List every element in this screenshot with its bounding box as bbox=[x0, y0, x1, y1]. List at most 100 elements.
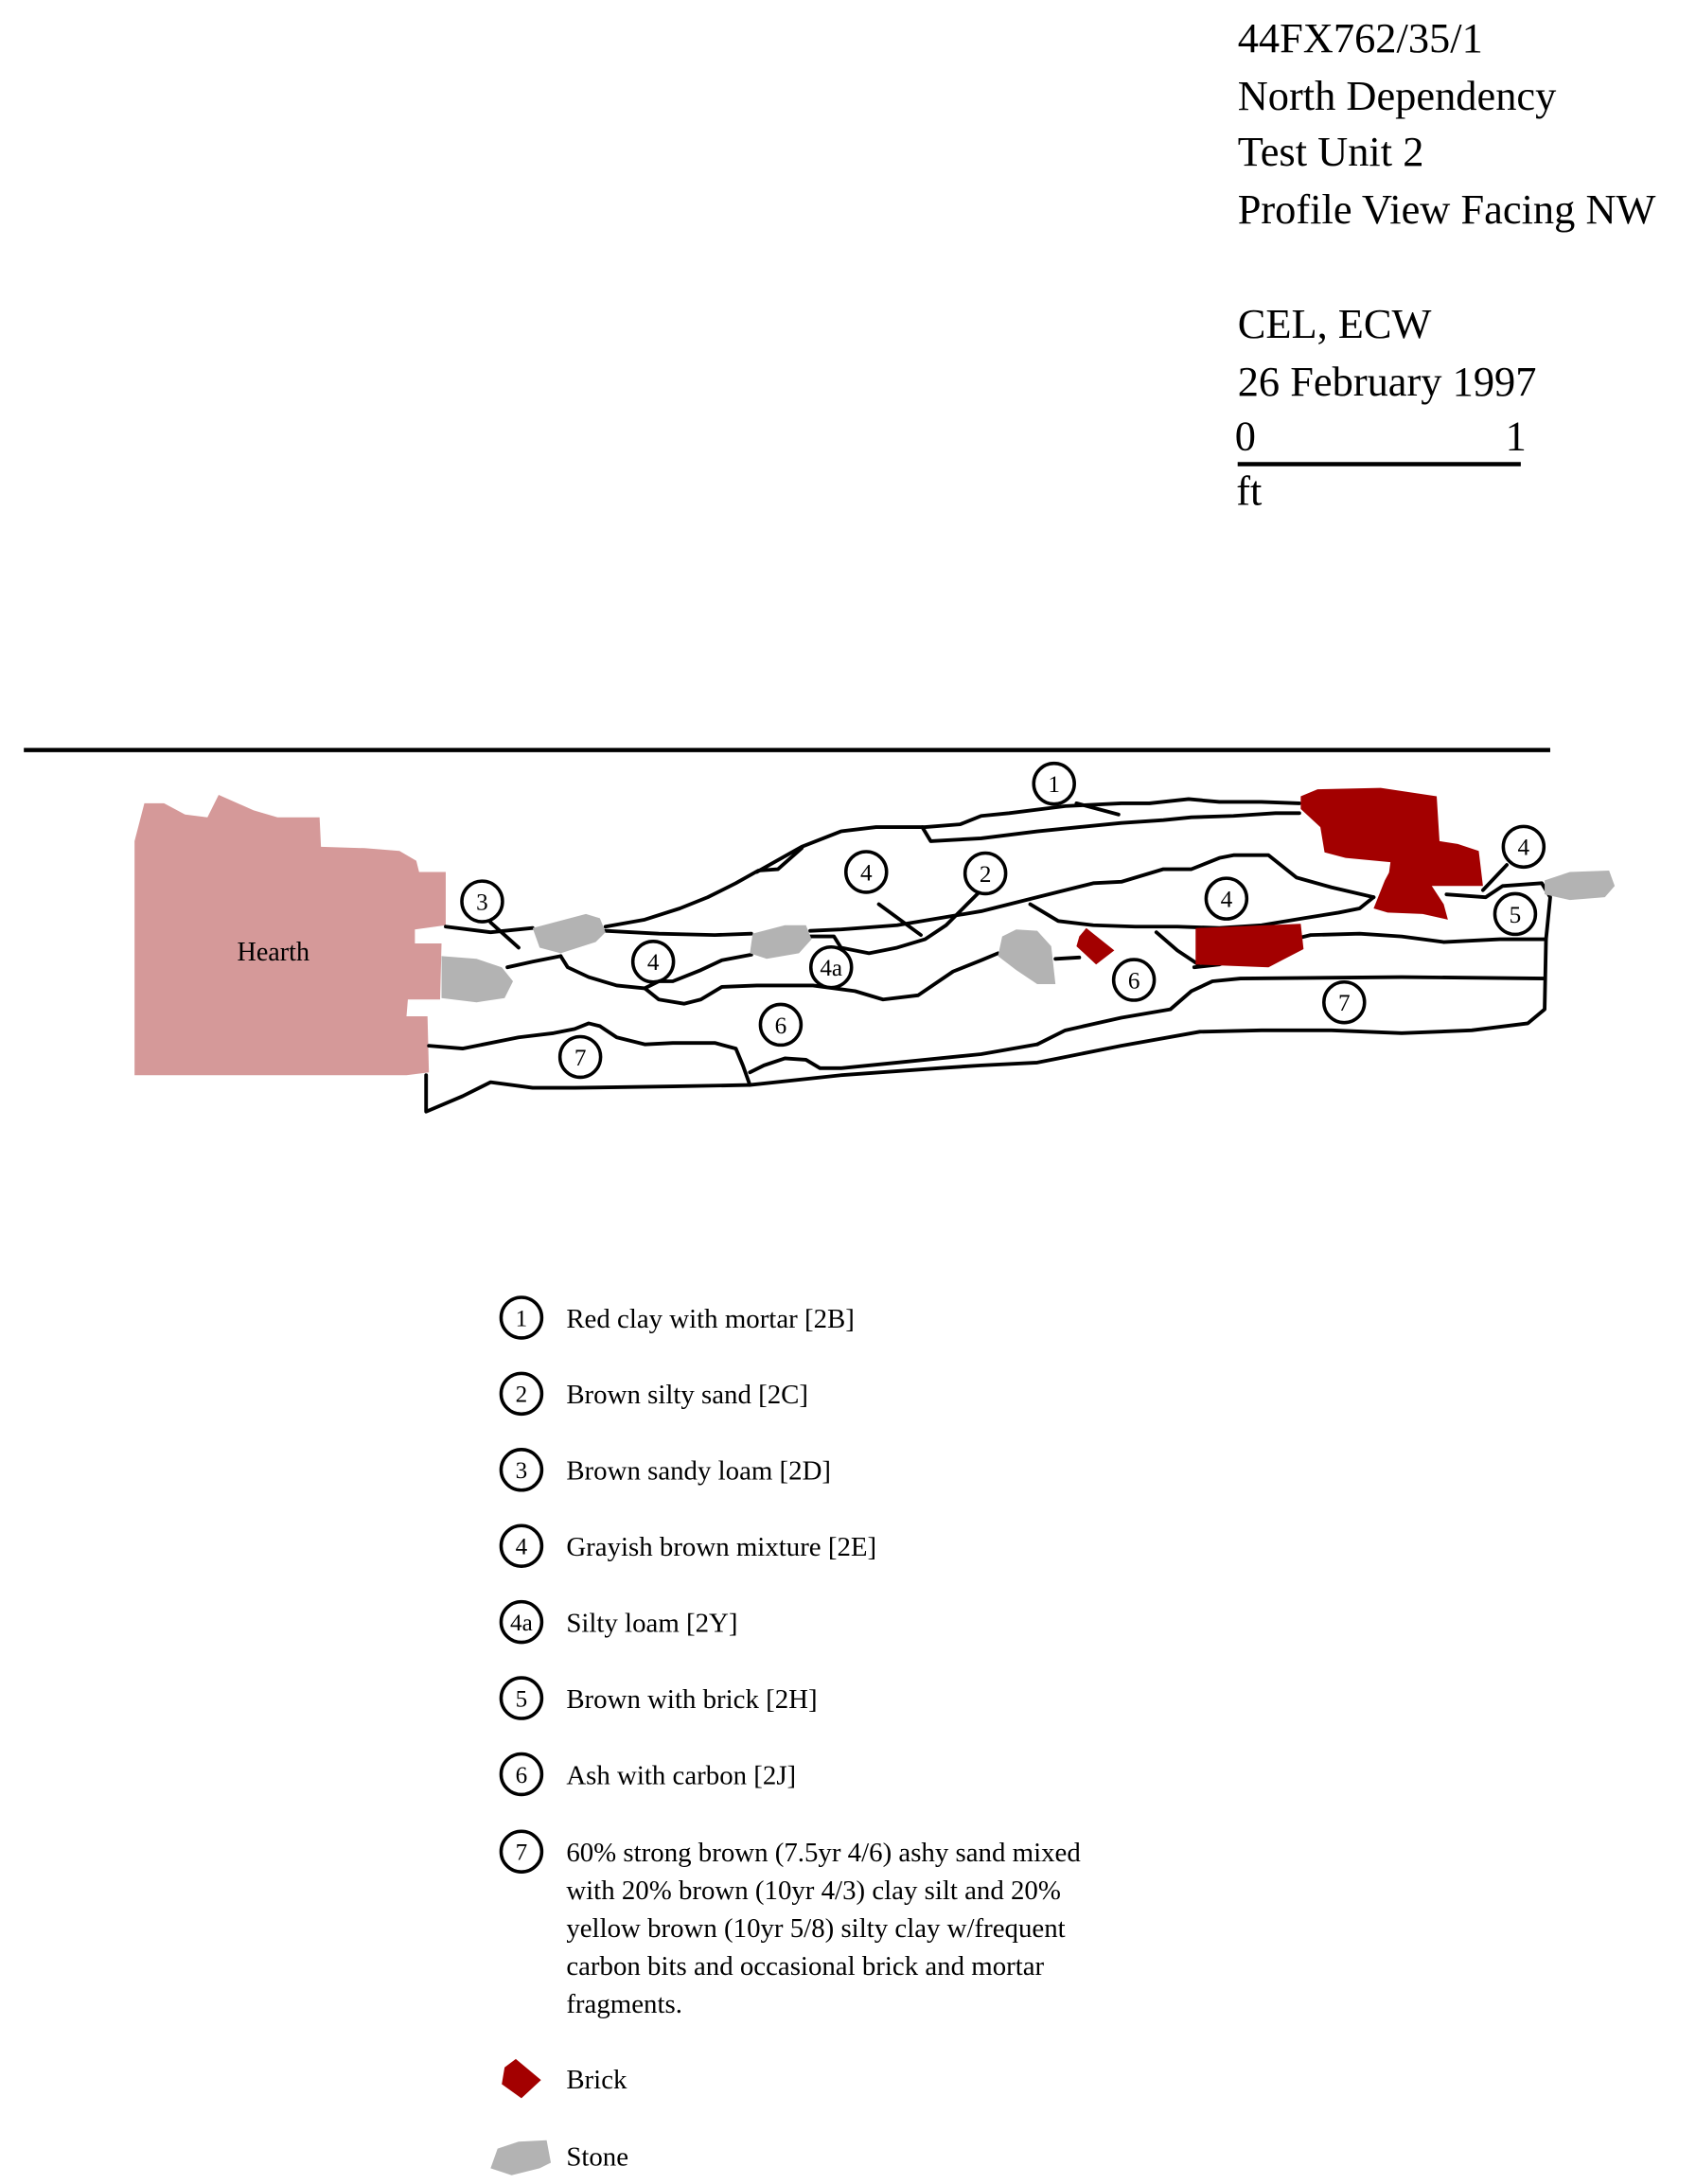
stone-inclusion bbox=[998, 929, 1056, 984]
legend-layer-desc: Ash with carbon [2J] bbox=[566, 1760, 796, 1790]
layer-marker-5: 5 bbox=[1493, 891, 1538, 937]
legend-layer-num: 5 bbox=[516, 1686, 528, 1712]
layer-marker-circle bbox=[1501, 824, 1546, 870]
legend-item-7: 7 60% strong brown (7.5yr 4/6) ashy sand… bbox=[499, 1829, 1081, 2019]
hearth-label: Hearth bbox=[238, 938, 310, 967]
layer-marker-circle bbox=[1322, 979, 1367, 1025]
layer-marker-7: 7 bbox=[557, 1034, 603, 1080]
layer-marker-circle bbox=[630, 940, 676, 984]
stone-inclusion bbox=[532, 913, 606, 954]
legend-layer-desc: Red clay with mortar [2B] bbox=[566, 1304, 855, 1334]
legend-layer-num: 6 bbox=[516, 1763, 528, 1788]
layer-marker-circle bbox=[557, 1034, 603, 1080]
brick-swatch-icon bbox=[502, 2058, 541, 2099]
layer-marker-circle bbox=[499, 1524, 544, 1568]
brick-inclusion bbox=[1076, 927, 1115, 965]
layer-marker-label: 1 bbox=[1048, 772, 1060, 798]
layer-marker-label: 6 bbox=[1128, 968, 1140, 994]
stone-inclusions bbox=[441, 871, 1616, 1003]
layer-marker-label: 4 bbox=[1518, 836, 1530, 861]
layer-marker-1: 1 bbox=[1032, 761, 1076, 806]
recorders: CEL, ECW bbox=[1238, 300, 1432, 347]
layer-marker-circle bbox=[808, 944, 854, 990]
layer-marker-7: 7 bbox=[1322, 979, 1367, 1025]
layer-marker-circle bbox=[844, 850, 889, 894]
legend-stone-label: Stone bbox=[566, 2141, 628, 2172]
legend-item-2: 2 Brown silty sand [2C] bbox=[499, 1371, 808, 1417]
layer-marker-6: 6 bbox=[1111, 958, 1157, 1002]
layer-marker-circle bbox=[1204, 876, 1249, 921]
legend-item-5: 5 Brown with brick [2H] bbox=[499, 1676, 818, 1720]
legend-layer-desc-line: yellow brown (10yr 5/8) silty clay w/fre… bbox=[566, 1913, 1065, 1944]
legend-layer-desc-line: 60% strong brown (7.5yr 4/6) ashy sand m… bbox=[566, 1838, 1081, 1868]
legend-layer-num: 7 bbox=[516, 1841, 528, 1866]
brick-inclusion bbox=[1195, 924, 1304, 968]
layer-marker-label: 5 bbox=[1510, 903, 1522, 928]
legend-layer-desc: Grayish brown mixture [2E] bbox=[566, 1532, 876, 1562]
legend-item-stone: Stone bbox=[490, 2140, 628, 2175]
layer-marker-4: 4 bbox=[1204, 876, 1249, 921]
layer-marker-label: 6 bbox=[775, 1013, 787, 1039]
legend-item-3: 3 Brown sandy loam [2D] bbox=[499, 1448, 831, 1492]
layer-marker-label: 4a bbox=[820, 956, 842, 981]
layer-marker-circle bbox=[758, 1002, 804, 1048]
legend-layer-desc: Silty loam [2Y] bbox=[566, 1608, 737, 1638]
layer-marker-label: 4 bbox=[1221, 888, 1233, 913]
scale-unit: ft bbox=[1236, 467, 1263, 514]
layer-marker-label: 3 bbox=[476, 889, 488, 915]
stone-inclusion bbox=[441, 956, 514, 1003]
layer-marker-label: 2 bbox=[980, 862, 992, 888]
layer-marker-circle bbox=[499, 1752, 544, 1797]
layer-marker-4a: 4a bbox=[808, 944, 854, 990]
location: North Dependency bbox=[1238, 72, 1557, 119]
legend-layer-desc-line: with 20% brown (10yr 4/3) clay silt and … bbox=[566, 1876, 1061, 1906]
legend-layer-num: 1 bbox=[516, 1306, 528, 1331]
brick-inclusions bbox=[1076, 787, 1483, 968]
stone-inclusion bbox=[1545, 871, 1616, 901]
legend-item-6: 6 Ash with carbon [2J] bbox=[499, 1752, 796, 1797]
layer-marker-4: 4 bbox=[844, 850, 889, 894]
legend-layer-desc: Brown sandy loam [2D] bbox=[566, 1456, 831, 1487]
layer-marker-circle bbox=[499, 1295, 544, 1340]
layer-marker-label: 4 bbox=[860, 860, 873, 886]
layer-marker-circle bbox=[499, 1599, 544, 1645]
layer-marker-label: 7 bbox=[574, 1046, 587, 1071]
scale-end: 1 bbox=[1506, 413, 1527, 460]
header-block: 44FX762/35/1 North Dependency Test Unit … bbox=[1235, 14, 1656, 514]
legend-layer-num: 4 bbox=[516, 1535, 528, 1560]
stone-swatch-icon bbox=[490, 2140, 552, 2175]
stone-inclusion bbox=[750, 925, 812, 960]
layer-marker-circle bbox=[1493, 891, 1538, 937]
legend-item-4: 4 Grayish brown mixture [2E] bbox=[499, 1524, 876, 1568]
hearth-feature bbox=[134, 795, 446, 1076]
brick-inclusion bbox=[1300, 787, 1483, 887]
layer-marker-3: 3 bbox=[460, 879, 504, 924]
layer-marker-circle bbox=[499, 1448, 544, 1492]
layer-marker-label: 4 bbox=[647, 950, 660, 976]
brick-inclusion bbox=[1373, 862, 1448, 920]
view: Profile View Facing NW bbox=[1238, 185, 1656, 233]
legend: 7 60% strong brown (7.5yr 4/6) ashy sand… bbox=[490, 1295, 1081, 2175]
legend-item-1: 1 Red clay with mortar [2B] bbox=[499, 1295, 855, 1340]
legend-layer-desc: Brown silty sand [2C] bbox=[566, 1380, 808, 1410]
layer-marker-circle bbox=[499, 1829, 544, 1874]
layer-marker-circle bbox=[1032, 761, 1076, 806]
layer-marker-4: 4 bbox=[630, 940, 676, 984]
legend-layer-desc-line: carbon bits and occasional brick and mor… bbox=[566, 1951, 1044, 1981]
legend-layer-num: 2 bbox=[516, 1383, 528, 1408]
layer-marker-4: 4 bbox=[1501, 824, 1546, 870]
unit: Test Unit 2 bbox=[1238, 128, 1424, 175]
legend-item-brick: Brick bbox=[502, 2058, 627, 2099]
layer-marker-circle bbox=[1111, 958, 1157, 1002]
legend-layer-num: 3 bbox=[516, 1458, 528, 1484]
layer-marker-circle bbox=[499, 1676, 544, 1720]
date: 26 February 1997 bbox=[1238, 358, 1537, 405]
legend-layer-desc: Brown with brick [2H] bbox=[566, 1684, 817, 1715]
layer-marker-2: 2 bbox=[963, 851, 1008, 896]
layer-marker-circle bbox=[499, 1371, 544, 1417]
legend-layer-desc-line: fragments. bbox=[566, 1989, 682, 2019]
layer-marker-label: 7 bbox=[1338, 991, 1351, 1016]
layer-marker-6: 6 bbox=[758, 1002, 804, 1048]
